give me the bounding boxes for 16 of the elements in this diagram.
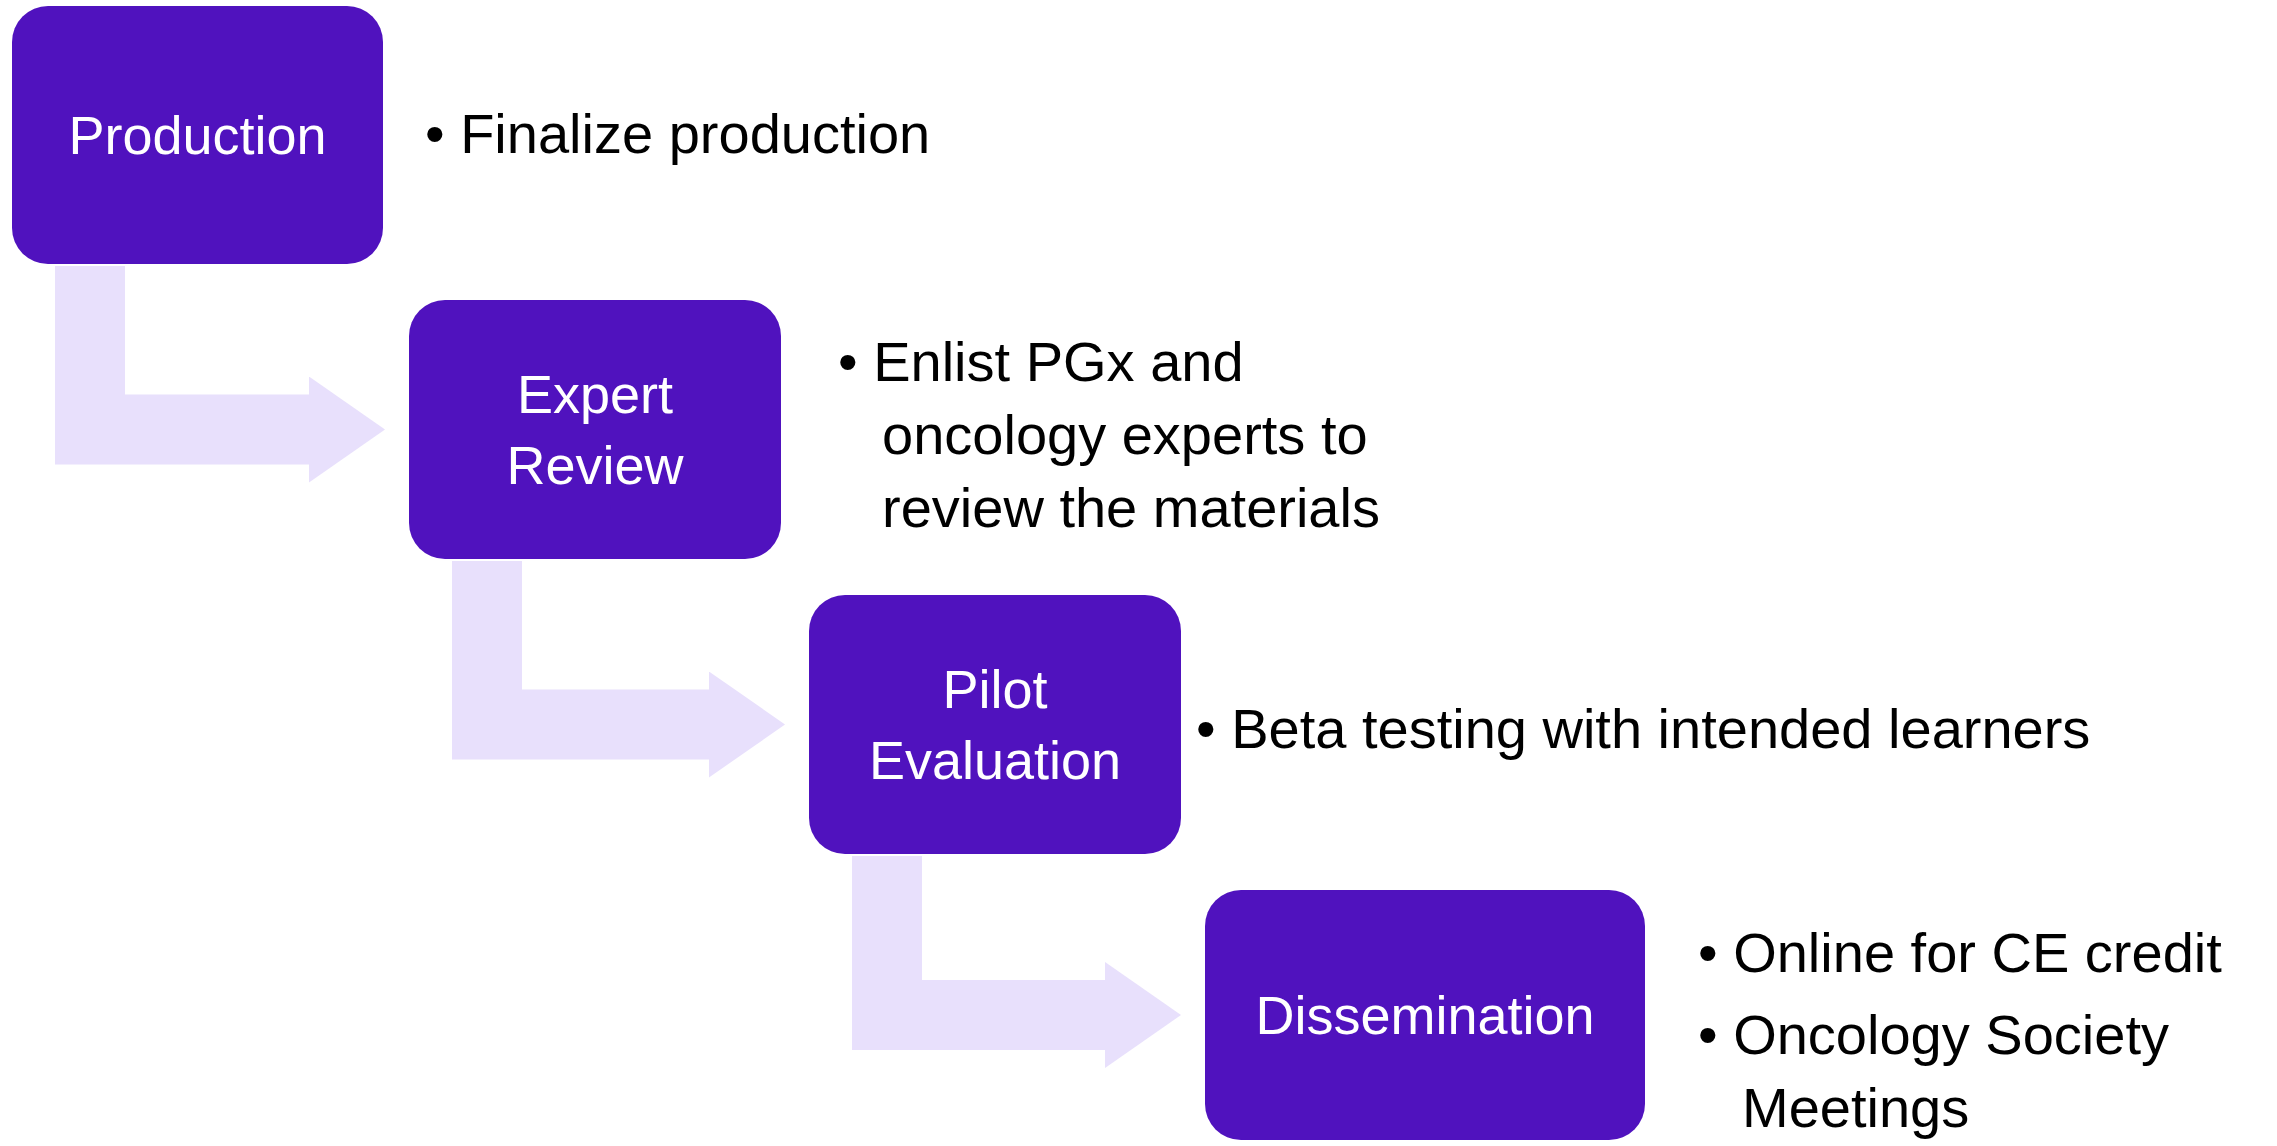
- bullet-text: • Online for CE credit: [1698, 920, 2223, 986]
- box-label: Dissemination: [1255, 983, 1595, 1047]
- bent-arrow: [55, 266, 385, 483]
- process-box: [12, 6, 383, 264]
- bent-arrow: [452, 561, 785, 778]
- process-box: [409, 300, 781, 559]
- bullet-text: • Oncology Society Meetings: [1698, 1001, 2170, 1141]
- box-label: Production: [68, 103, 327, 167]
- process-box: [1205, 890, 1645, 1140]
- bent-arrow: [852, 856, 1181, 1068]
- box-label: Pilot Evaluation: [867, 658, 1123, 792]
- box-label: Expert Review: [505, 363, 685, 497]
- bullet-text: • Finalize production: [425, 101, 932, 167]
- bullet-text: • Beta testing with intended learners: [1196, 696, 2092, 762]
- process-box: [809, 595, 1181, 854]
- bullet-text: • Enlist PGx and oncology experts to review the materials: [838, 329, 1381, 541]
